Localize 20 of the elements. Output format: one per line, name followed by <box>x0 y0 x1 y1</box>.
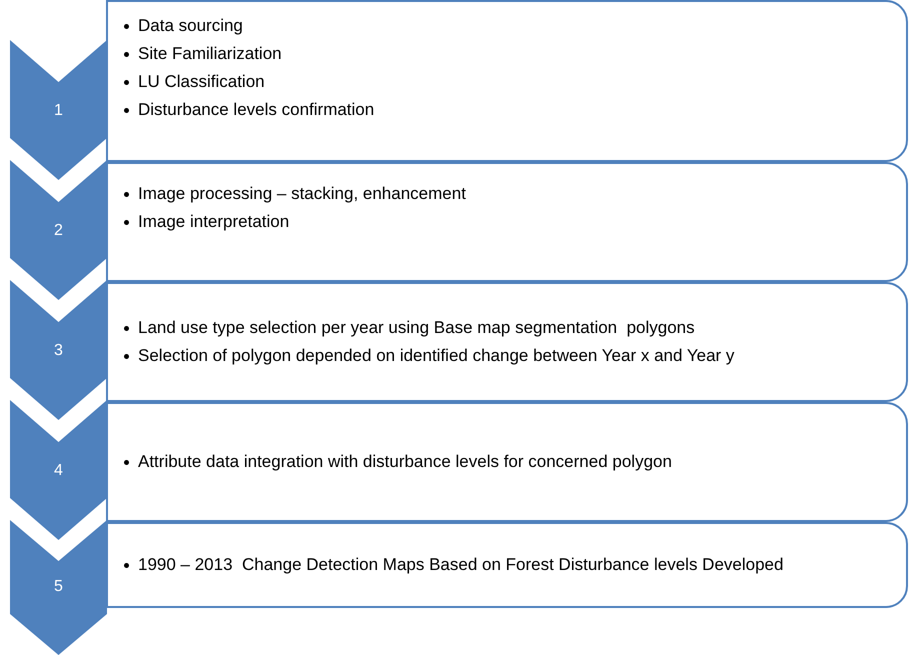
step-number: 2 <box>53 222 64 240</box>
bullet-text: Selection of polygon depended on identified change between Year x and Year y <box>138 346 734 365</box>
bullet-text: Attribute data integration with disturbance levels for concerned polygon <box>138 452 672 471</box>
bullet-text: LU Classification <box>138 72 265 91</box>
step-box <box>106 162 908 282</box>
bullet-text: Image interpretation <box>138 212 290 231</box>
bullet-text: 1990 – 2013 Change Detection Maps Based on Forest Disturbance levels Developed <box>138 555 784 574</box>
step-box <box>106 522 908 608</box>
bullet-text: Data sourcing <box>138 16 243 35</box>
bullet-text: Disturbance levels confirmation <box>138 100 374 119</box>
bullet-text: Site Familiarization <box>138 44 282 63</box>
step-number: 4 <box>53 462 64 480</box>
step-box <box>106 282 908 402</box>
step-number: 3 <box>53 342 64 360</box>
step-box <box>106 402 908 522</box>
step-number: 5 <box>53 578 64 596</box>
step-number: 1 <box>53 102 64 120</box>
bullet-text: Land use type selection per year using Base map segmentation polygons <box>138 318 695 337</box>
bullet-text: Image processing – stacking, enhancement <box>138 184 466 203</box>
step-box <box>106 0 908 162</box>
